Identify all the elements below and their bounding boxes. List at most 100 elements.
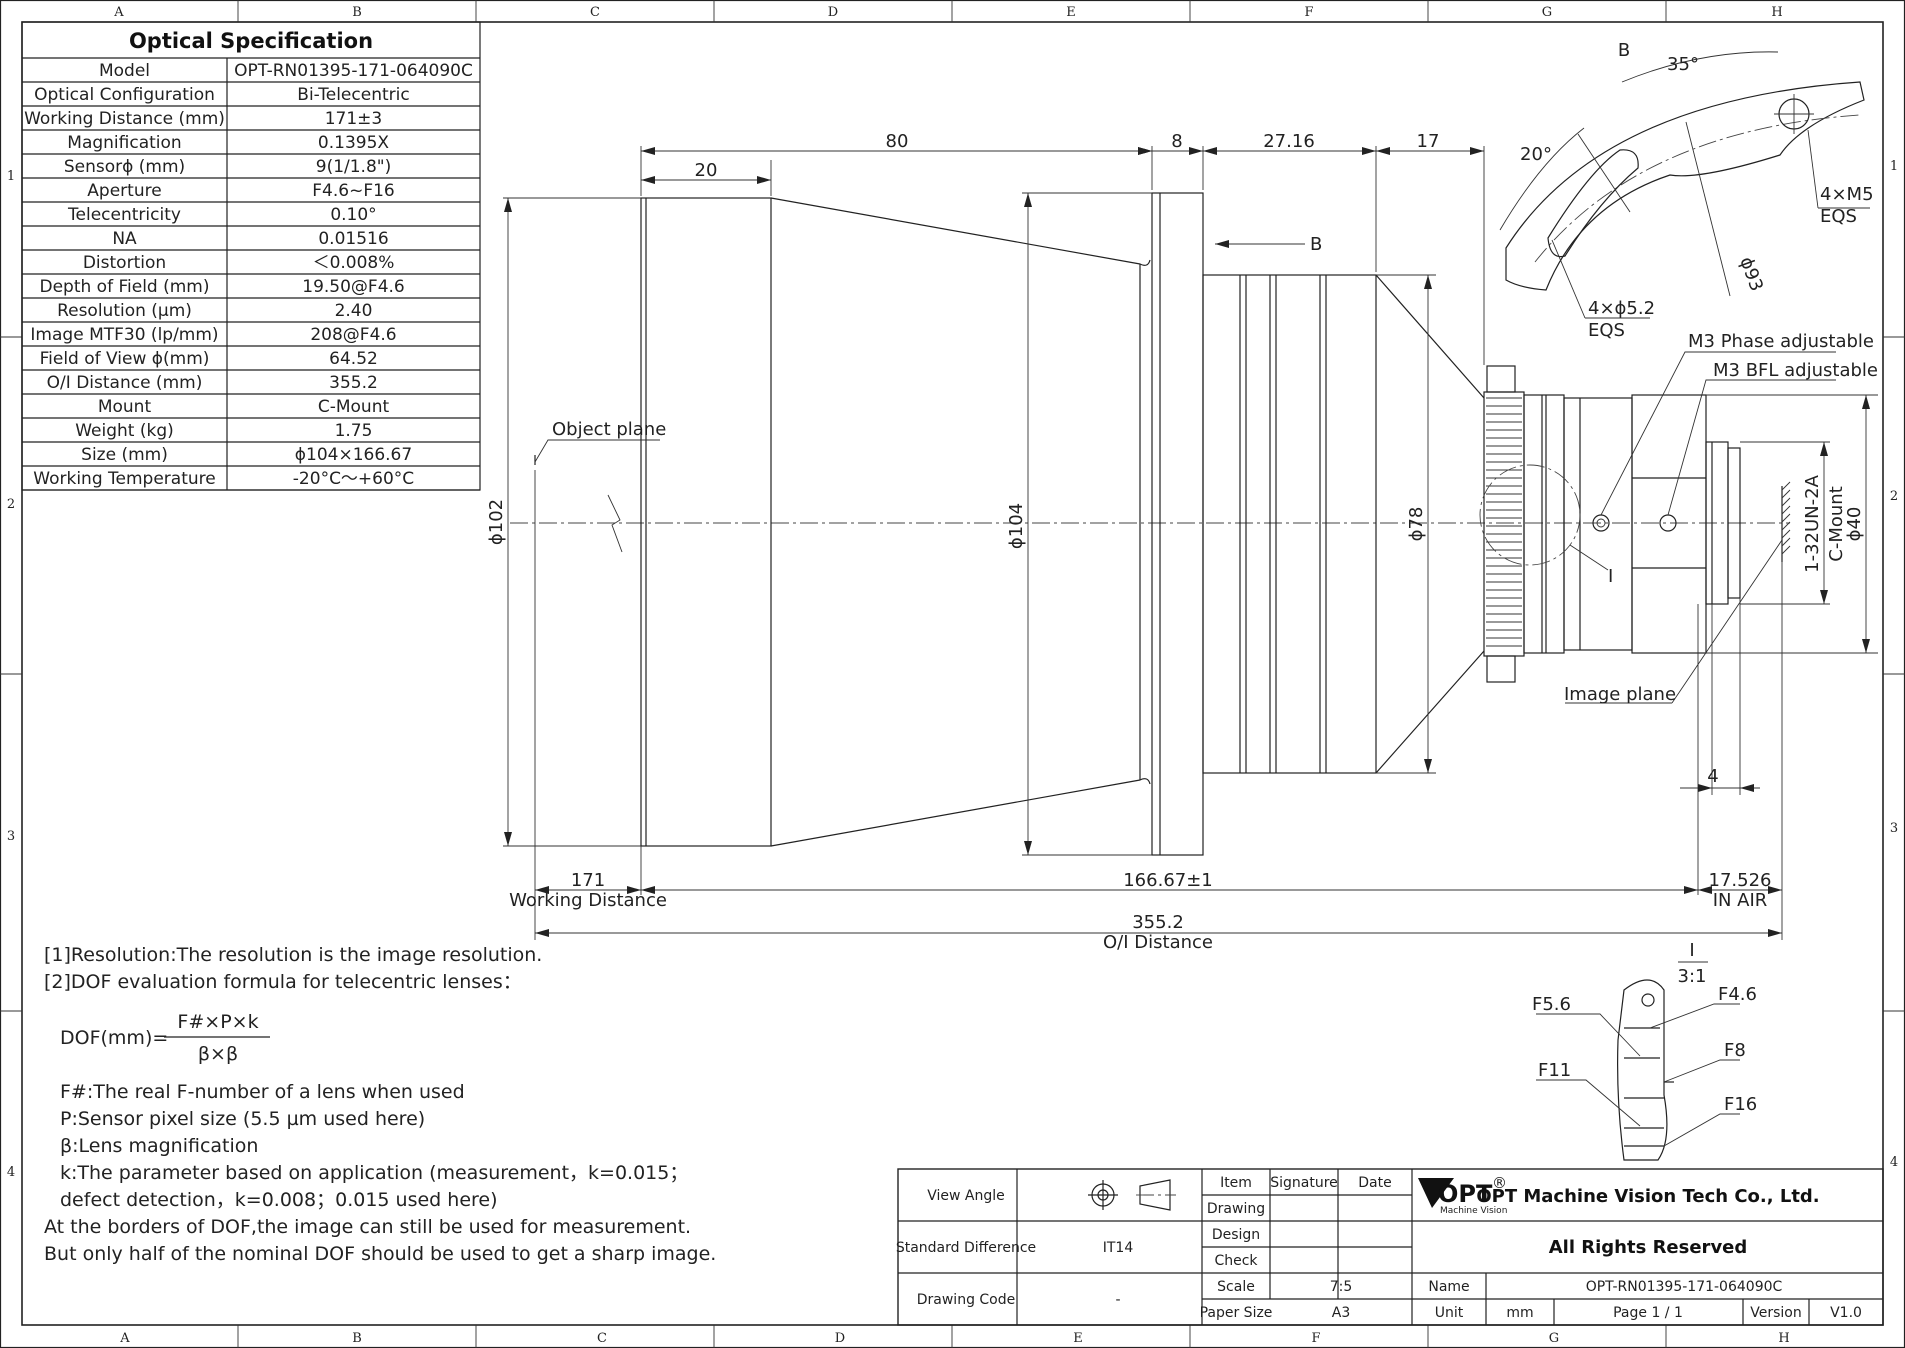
col-label-top: F: [1304, 5, 1313, 20]
paper-size-value: A3: [1332, 1305, 1350, 1321]
note-f: F#:The real F-number of a lens when used: [60, 1081, 465, 1103]
note-resolution: [1]Resolution:The resolution is the imag…: [44, 944, 542, 966]
check-row: Check: [1214, 1253, 1258, 1269]
spec-row: Field of View ϕ(mm)64.52: [40, 349, 378, 369]
opt-logo-sub: Machine Vision: [1440, 1206, 1507, 1216]
dof-lhs: DOF(mm)=: [60, 1027, 168, 1049]
thread-spec: 1-32UN-2A: [1802, 474, 1823, 572]
col-label-bottom: F: [1311, 1331, 1320, 1346]
view-b-angle-35: 35°: [1667, 54, 1699, 75]
spec-value: 208@F4.6: [310, 325, 396, 345]
spec-value: 355.2: [329, 373, 378, 393]
spec-value: ϕ104×166.67: [295, 445, 412, 465]
f46-label: F4.6: [1718, 984, 1757, 1005]
view-angle-label: View Angle: [927, 1188, 1005, 1204]
spec-label: Mount: [98, 397, 152, 417]
projection-symbol: [1088, 1179, 1176, 1211]
spec-row: Working Distance (mm)171±3: [24, 109, 382, 129]
spec-row: O/I Distance (mm) 355.2: [47, 373, 378, 393]
item-header: Item: [1220, 1175, 1252, 1191]
aperture-ring: [1523, 394, 1565, 654]
spec-value: Bi-Telecentric: [297, 85, 409, 105]
lens-side-view: [510, 192, 1791, 856]
row-label-right: 2: [1890, 489, 1898, 504]
spec-row: Size (mm) ϕ104×166.67: [81, 445, 412, 465]
drawing-code-label: Drawing Code: [917, 1292, 1016, 1308]
col-label-bottom: C: [597, 1331, 607, 1346]
note-c2: But only half of the nominal DOF should …: [44, 1243, 716, 1265]
col-label-top: E: [1066, 5, 1076, 20]
name-value: OPT-RN01395-171-064090C: [1586, 1279, 1783, 1295]
col-label-bottom: B: [352, 1331, 362, 1346]
col-label-top: B: [352, 5, 362, 20]
rear-cone: [1375, 274, 1485, 774]
spec-row: Sensorϕ (mm) 9(1/1.8"): [64, 157, 391, 177]
col-label-bottom: E: [1073, 1331, 1083, 1346]
dim-355-2: 355.2: [1132, 912, 1184, 933]
detail-i-outline: [1617, 979, 1668, 1161]
drawing-code-value: -: [1115, 1292, 1120, 1308]
spec-value: F4.6~F16: [312, 181, 394, 201]
spec-value: 0.1395X: [318, 133, 389, 153]
spec-table-title: Optical Specification: [129, 29, 373, 53]
col-label-bottom: D: [835, 1331, 845, 1346]
version-label: Version: [1750, 1305, 1801, 1321]
spec-value: C-Mount: [318, 397, 390, 417]
view-b-m5: 4×M5: [1820, 184, 1874, 205]
detail-i-callout: [1479, 464, 1581, 566]
phase-adjustable-label: M3 Phase adjustable: [1688, 331, 1874, 352]
spec-label: Model: [99, 61, 150, 81]
view-b-outline: [1505, 81, 1865, 291]
dim-17: 17: [1417, 131, 1440, 152]
col-label-top: C: [590, 5, 600, 20]
dim-8: 8: [1171, 131, 1182, 152]
note-k1: k:The parameter based on application (me…: [60, 1162, 688, 1184]
dof-denominator: β×β: [198, 1043, 238, 1065]
note-p: P:Sensor pixel size (5.5 µm used here): [60, 1108, 425, 1130]
knurled-ring: [1483, 391, 1525, 657]
view-b-slot-label: 4×ϕ5.2: [1588, 298, 1655, 319]
f16-label: F16: [1724, 1094, 1757, 1115]
view-b-slot: [1547, 149, 1639, 258]
unit-value: mm: [1506, 1305, 1533, 1321]
spec-label: Working Temperature: [33, 469, 215, 489]
note-dof: [2]DOF evaluation formula for telecentri…: [44, 971, 522, 993]
lens-taper: [770, 197, 1151, 847]
paper-size-label: Paper Size: [1200, 1305, 1273, 1321]
dim-dia104: ϕ104: [1006, 503, 1027, 549]
spec-label: O/I Distance (mm): [47, 373, 203, 393]
spec-value: 19.50@F4.6: [302, 277, 404, 297]
note-k2: defect detection，k=0.008；0.015 used here…: [60, 1189, 498, 1211]
spec-value: 1.75: [335, 421, 373, 441]
spec-label: Image MTF30 (lp/mm): [30, 325, 218, 345]
detail-i-title: I: [1689, 940, 1694, 961]
scale-label: Scale: [1217, 1279, 1255, 1295]
opt-logo-text: OPT: [1438, 1180, 1493, 1208]
row-label-right: 1: [1890, 159, 1898, 174]
row-label-right: 4: [1890, 1155, 1898, 1170]
spec-label: Optical Configuration: [34, 85, 215, 105]
spec-label: Distortion: [83, 253, 166, 273]
spec-label: NA: [112, 229, 137, 249]
f11-label: F11: [1538, 1060, 1571, 1081]
f56-label: F5.6: [1532, 994, 1571, 1015]
dim-dia102: ϕ102: [486, 499, 507, 545]
spec-label: Size (mm): [81, 445, 168, 465]
spec-value: 0.10°: [330, 205, 376, 225]
col-label-top: G: [1542, 5, 1552, 20]
dim-166-67: 166.67±1: [1123, 870, 1213, 891]
view-b-dia93: ϕ93: [1735, 254, 1767, 294]
view-b-angle-20: 20°: [1520, 144, 1552, 165]
dim-80: 80: [886, 131, 909, 152]
spec-value: 171±3: [325, 109, 383, 129]
note-beta: β:Lens magnification: [60, 1135, 258, 1157]
spec-label: Sensorϕ (mm): [64, 157, 185, 177]
spec-value: 9(1/1.8"): [316, 157, 391, 177]
drawing-row: Drawing: [1207, 1201, 1265, 1217]
name-label: Name: [1428, 1279, 1469, 1295]
spec-row: Optical Configuration Bi-Telecentric: [34, 85, 410, 105]
standard-difference-label: Standard Difference: [896, 1240, 1036, 1256]
